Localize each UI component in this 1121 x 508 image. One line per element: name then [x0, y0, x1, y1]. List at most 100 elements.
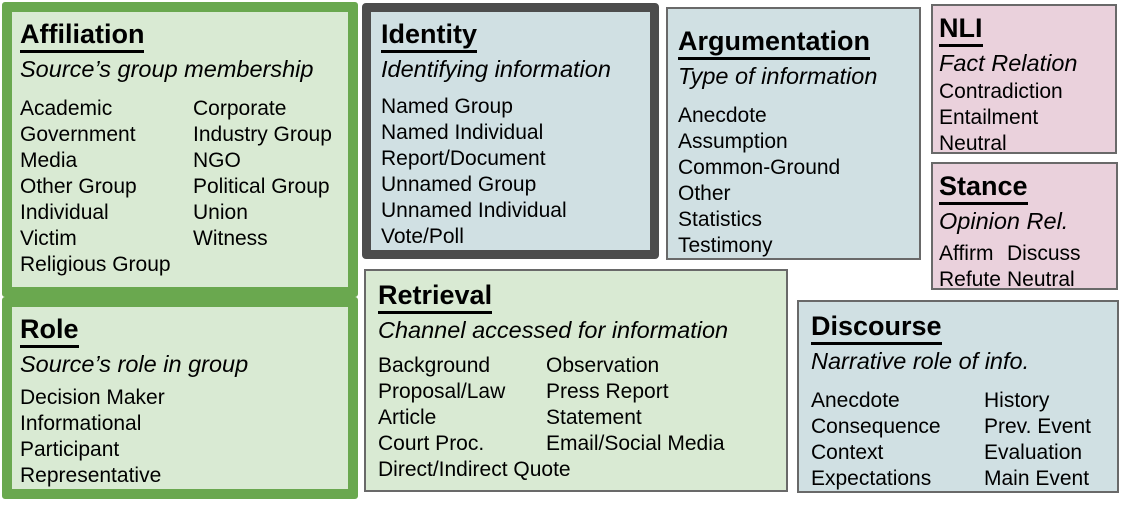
- taxonomy-item: Contradiction: [939, 80, 1063, 103]
- taxonomy-item: Neutral: [939, 132, 1007, 154]
- nli-title-text: NLI: [939, 13, 983, 47]
- taxonomy-item: Informational: [20, 412, 142, 435]
- taxonomy-item: Background: [378, 354, 491, 377]
- taxonomy-item: Neutral: [1007, 268, 1075, 290]
- nli-subtitle: Fact Relation: [939, 50, 1078, 76]
- taxonomy-item: Named Individual: [381, 121, 544, 144]
- taxonomy-item: Assumption: [678, 130, 788, 153]
- taxonomy-item: Victim: [20, 227, 77, 250]
- stance-title: Stance: [939, 168, 1110, 205]
- taxonomy-item: Affirm: [939, 242, 994, 265]
- discourse-title-text: Discourse: [811, 311, 942, 345]
- discourse-box: Discourse Narrative role of info. Anecdo…: [797, 300, 1119, 493]
- taxonomy-item: Expectations: [811, 467, 932, 490]
- taxonomy-item: Email/Social Media: [546, 432, 725, 455]
- affiliation-title: Affiliation: [20, 16, 340, 53]
- stance-title-text: Stance: [939, 171, 1028, 205]
- taxonomy-item: Entailment: [939, 106, 1039, 129]
- taxonomy-item: Statistics: [678, 208, 763, 231]
- argumentation-title-text: Argumentation: [678, 26, 870, 60]
- role-title-text: Role: [20, 314, 79, 348]
- affiliation-subtitle: Source’s group membership: [20, 56, 314, 82]
- retrieval-box: Retrieval Channel accessed for informati…: [364, 269, 788, 492]
- role-box: Role Source’s role in group Decision Mak…: [2, 297, 358, 499]
- taxonomy-item: Government: [20, 123, 136, 146]
- taxonomy-item: Court Proc.: [378, 432, 485, 455]
- taxonomy-item: Witness: [193, 227, 268, 250]
- affiliation-tail-item: Religious Group: [20, 253, 171, 276]
- taxonomy-item: Other: [678, 182, 731, 205]
- taxonomy-item: Union: [193, 201, 248, 224]
- taxonomy-item: Refute: [939, 268, 1001, 290]
- taxonomy-item: Press Report: [546, 380, 669, 403]
- taxonomy-item: Article: [378, 406, 437, 429]
- retrieval-title-text: Retrieval: [378, 280, 493, 314]
- identity-box: Identity Identifying information Named G…: [362, 3, 659, 259]
- taxonomy-item: Testimony: [678, 234, 773, 257]
- taxonomy-item: Main Event: [984, 467, 1090, 490]
- retrieval-tail-item: Direct/Indirect Quote: [378, 458, 571, 481]
- taxonomy-item: Industry Group: [193, 123, 332, 146]
- taxonomy-item: Decision Maker: [20, 386, 165, 409]
- taxonomy-item: Prev. Event: [984, 415, 1091, 438]
- affiliation-title-text: Affiliation: [20, 19, 145, 53]
- argumentation-box: Argumentation Type of information Anecdo…: [666, 7, 921, 260]
- argumentation-subtitle: Type of information: [678, 63, 878, 89]
- taxonomy-item: Participant: [20, 438, 120, 461]
- taxonomy-item: Vote/Poll: [381, 225, 464, 248]
- taxonomy-item: Report/Document: [381, 147, 546, 170]
- taxonomy-item: Context: [811, 441, 884, 464]
- identity-title-text: Identity: [381, 19, 478, 53]
- role-subtitle: Source’s role in group: [20, 351, 249, 377]
- discourse-title: Discourse: [811, 308, 1105, 345]
- discourse-subtitle: Narrative role of info.: [811, 348, 1030, 374]
- taxonomy-item: History: [984, 389, 1050, 412]
- taxonomy-item: Academic: [20, 97, 113, 120]
- argumentation-title: Argumentation: [678, 23, 909, 60]
- taxonomy-item: Anecdote: [678, 104, 767, 127]
- taxonomy-item: Media: [20, 149, 78, 172]
- retrieval-title: Retrieval: [378, 277, 774, 314]
- taxonomy-item: Other Group: [20, 175, 137, 198]
- role-title: Role: [20, 311, 340, 348]
- identity-title: Identity: [381, 16, 640, 53]
- retrieval-subtitle: Channel accessed for information: [378, 317, 729, 343]
- taxonomy-item: Anecdote: [811, 389, 900, 412]
- taxonomy-item: Evaluation: [984, 441, 1083, 464]
- taxonomy-item: Statement: [546, 406, 642, 429]
- stance-subtitle: Opinion Rel.: [939, 208, 1069, 234]
- taxonomy-item: Consequence: [811, 415, 941, 438]
- taxonomy-item: Named Group: [381, 95, 513, 118]
- taxonomy-item: Unnamed Individual: [381, 199, 567, 222]
- taxonomy-item: Discuss: [1007, 242, 1081, 265]
- affiliation-box: Affiliation Source’s group membership Ac…: [2, 2, 358, 297]
- identity-subtitle: Identifying information: [381, 56, 611, 82]
- taxonomy-item: Political Group: [193, 175, 330, 198]
- taxonomy-item: Corporate: [193, 97, 287, 120]
- taxonomy-item: Unnamed Group: [381, 173, 537, 196]
- taxonomy-item: Observation: [546, 354, 660, 377]
- taxonomy-item: Representative: [20, 464, 162, 487]
- taxonomy-item: NGO: [193, 149, 241, 172]
- taxonomy-item: Individual: [20, 201, 109, 224]
- nli-title: NLI: [939, 10, 1109, 47]
